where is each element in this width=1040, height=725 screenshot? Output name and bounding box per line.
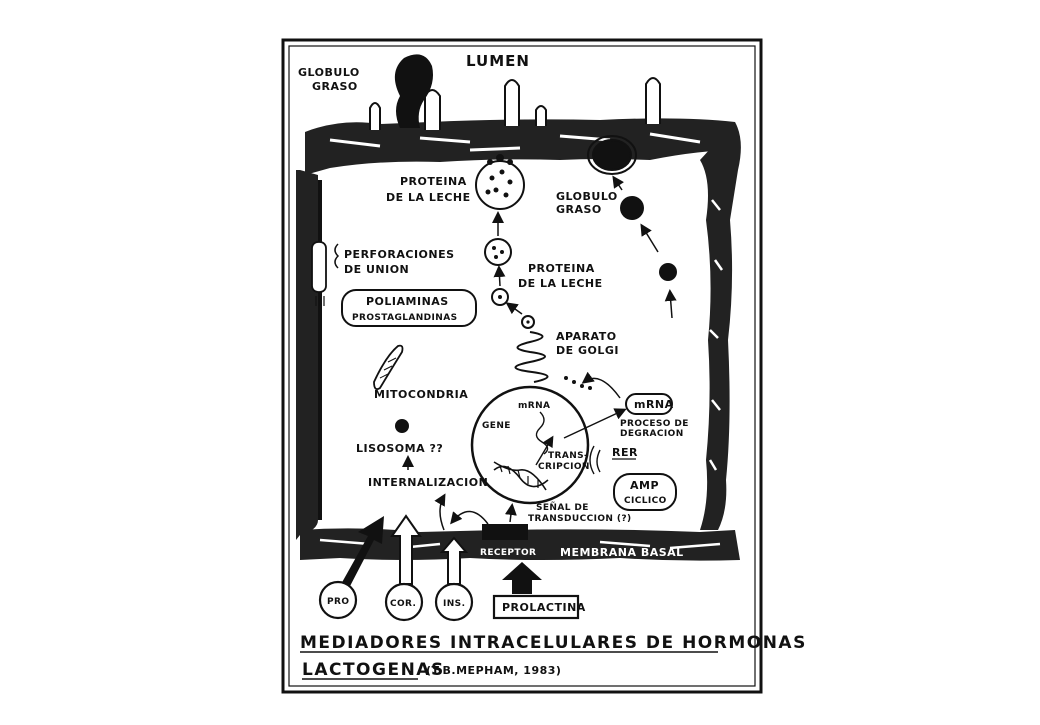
- left-wall-inner: [318, 180, 322, 520]
- lysosome: [395, 419, 409, 433]
- hormone-arrow-ins: [439, 536, 469, 585]
- label-mitocondria: MITOCONDRIA: [374, 388, 468, 401]
- rer-membranes: [589, 445, 601, 475]
- label-gene: GENE: [482, 421, 511, 431]
- nucleus: [470, 385, 590, 505]
- hormone-arrow-cor: [390, 514, 422, 585]
- basal-texture: [319, 538, 721, 550]
- inner-frame: [288, 45, 756, 687]
- hormone-arrow-prolactina: [502, 562, 542, 594]
- label-membrana-basal: MEMBRANA BASAL: [560, 546, 684, 559]
- receptor-block: [482, 524, 528, 540]
- mrna-box: [625, 393, 673, 415]
- label-globulo-graso-top-1: GLOBULO: [298, 66, 360, 79]
- label-proceso-1: PROCESO DE: [620, 419, 689, 429]
- right-wall-texture: [708, 199, 724, 471]
- label-ins: INS.: [443, 599, 465, 609]
- label-proteina-mid-2: DE LA LECHE: [518, 277, 603, 290]
- golgi-apparatus: [514, 331, 549, 383]
- label-internalizacion: INTERNALIZACION: [368, 476, 488, 489]
- label-poliaminas-1: POLIAMINAS: [366, 295, 449, 308]
- ins-circle: [434, 582, 474, 622]
- label-aparato-golgi-2: DE GOLGI: [556, 344, 619, 357]
- label-proteina-top-2: DE LA LECHE: [386, 191, 471, 204]
- junction: [311, 241, 327, 293]
- label-proceso-2: DEGRACION: [620, 429, 684, 439]
- label-proteina-mid-1: PROTEINA: [528, 262, 595, 275]
- label-mrna-inside: mRNA: [518, 401, 550, 411]
- label-mrna-box: mRNA: [634, 398, 674, 411]
- label-transcripcion-2: CRIPCION: [538, 462, 590, 472]
- label-receptor: RECEPTOR: [480, 548, 536, 558]
- left-cell-wall: [296, 170, 318, 540]
- caption-line1: MEDIADORES INTRACELULARES DE HORMONAS: [300, 633, 807, 653]
- label-cor: COR.: [390, 599, 416, 609]
- fat-globule-1: [592, 139, 632, 171]
- label-globulo-graso-right-1: GLOBULO: [556, 190, 618, 203]
- label-globulo-graso-right-2: GRASO: [556, 203, 602, 216]
- label-perforaciones-2: DE UNION: [344, 263, 409, 276]
- caption-citation: (T.B.MEPHAM, 1983): [426, 664, 561, 677]
- fat-globule-3: [659, 263, 677, 281]
- label-globulo-graso-top-2: GRASO: [312, 80, 358, 93]
- prolactina-box: [492, 594, 580, 620]
- microvilli: [369, 77, 661, 130]
- hormone-arrow-pro: [340, 516, 384, 590]
- caption-line2: LACTOGENAS: [302, 660, 445, 680]
- right-cell-wall: [700, 122, 741, 530]
- poliaminas-box: [341, 289, 477, 327]
- apical-texture: [329, 132, 701, 152]
- apical-membrane: [305, 118, 740, 175]
- cor-circle: [384, 582, 424, 622]
- fat-globule-2: [620, 196, 644, 220]
- label-proteina-top-1: PROTEINA: [400, 175, 467, 188]
- label-poliaminas-2: PROSTAGLANDINAS: [352, 313, 457, 323]
- label-perforaciones-1: PERFORACIONES: [344, 248, 455, 261]
- label-prolactina: PROLACTINA: [502, 601, 586, 614]
- label-transcripcion-1: TRANS-: [548, 451, 588, 461]
- label-rer: RER: [612, 446, 638, 459]
- label-aparato-golgi-1: APARATO: [556, 330, 617, 343]
- label-lisosoma: LISOSOMA ??: [356, 442, 443, 455]
- label-senal-1: SEÑAL DE: [536, 502, 589, 513]
- pro-circle: [318, 580, 358, 620]
- fat-globule-1-membrane: [587, 135, 637, 175]
- milk-protein-vesicles: [475, 154, 535, 329]
- label-senal-2: TRANSDUCCION (?): [528, 514, 632, 524]
- label-pro: PRO: [327, 597, 349, 607]
- secreted-fat-globule: [394, 54, 433, 128]
- label-amp-1: AMP: [630, 479, 659, 492]
- amp-ciclico-box: [613, 473, 677, 511]
- label-amp-2: CICLICO: [624, 496, 667, 506]
- label-lumen: LUMEN: [466, 52, 530, 70]
